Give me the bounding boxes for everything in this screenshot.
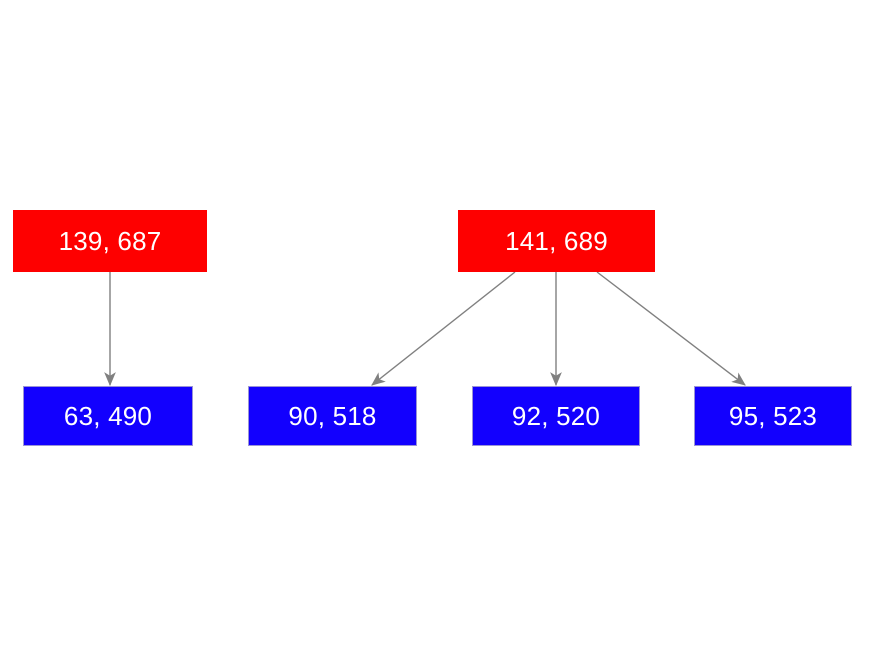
node-label: 95, 523 (728, 401, 818, 431)
node-63-490[interactable]: 63, 490 (23, 386, 193, 446)
node-label: 90, 518 (288, 401, 377, 431)
node-92-520[interactable]: 92, 520 (472, 386, 640, 446)
node-139-687[interactable]: 139, 687 (13, 210, 207, 272)
node-label: 92, 520 (511, 401, 601, 431)
node-95-523[interactable]: 95, 523 (694, 386, 852, 446)
node-label: 139, 687 (58, 226, 162, 256)
node-90-518[interactable]: 90, 518 (248, 386, 417, 446)
edge-arrow (371, 271, 516, 386)
node-label: 141, 689 (505, 226, 608, 256)
edge-arrow (596, 271, 746, 386)
edges-group (104, 271, 746, 387)
node-141-689[interactable]: 141, 689 (458, 210, 655, 272)
node-label: 63, 490 (63, 401, 153, 431)
